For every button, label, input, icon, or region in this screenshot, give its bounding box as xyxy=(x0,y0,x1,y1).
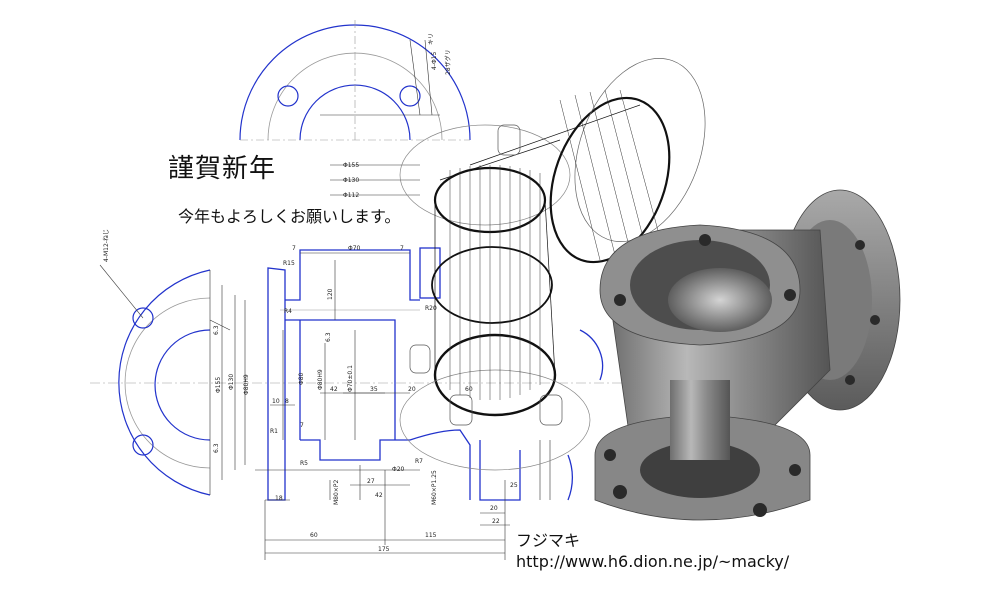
svg-text:R20: R20 xyxy=(425,305,437,312)
svg-text:7: 7 xyxy=(292,245,296,252)
svg-text:22: 22 xyxy=(492,518,500,525)
svg-text:28ザグリ: 28ザグリ xyxy=(444,49,452,75)
svg-text:6.3: 6.3 xyxy=(325,332,332,342)
svg-text:Φ155: Φ155 xyxy=(343,162,359,169)
svg-text:Φ130: Φ130 xyxy=(228,374,235,390)
svg-text:18: 18 xyxy=(275,495,283,502)
wireframe-3d-view xyxy=(399,58,706,471)
svg-text:20: 20 xyxy=(490,505,498,512)
svg-text:Φ130: Φ130 xyxy=(343,177,359,184)
maker-url[interactable]: http://www.h6.dion.ne.jp/~macky/ xyxy=(516,552,790,571)
svg-text:Φ80H9: Φ80H9 xyxy=(243,374,250,395)
svg-text:R5: R5 xyxy=(300,460,308,467)
svg-text:M60×P1.25: M60×P1.25 xyxy=(431,470,438,505)
greeting-message: 今年もよろしくお願いします。 xyxy=(178,207,401,226)
top-flange-view xyxy=(239,20,471,141)
svg-text:60: 60 xyxy=(465,386,473,393)
svg-text:175: 175 xyxy=(378,546,390,553)
svg-text:115: 115 xyxy=(425,532,437,539)
svg-text:42: 42 xyxy=(375,492,383,499)
svg-text:R7: R7 xyxy=(415,458,423,465)
greeting-title: 謹賀新年 xyxy=(168,154,277,184)
svg-text:4-Φ15: 4-Φ15 xyxy=(431,51,438,70)
svg-text:7: 7 xyxy=(400,245,404,252)
svg-text:6.3: 6.3 xyxy=(213,443,220,453)
svg-text:60: 60 xyxy=(310,532,318,539)
left-flange-view xyxy=(90,264,660,496)
svg-text:Φ70: Φ70 xyxy=(348,245,361,252)
svg-text:10: 10 xyxy=(272,398,280,405)
svg-text:R4: R4 xyxy=(284,308,292,315)
svg-text:Φ80H9: Φ80H9 xyxy=(317,369,324,390)
svg-text:27: 27 xyxy=(367,478,375,485)
solid-3d-part xyxy=(594,189,901,521)
svg-text:20: 20 xyxy=(408,386,416,393)
svg-text:25: 25 xyxy=(510,482,518,489)
svg-text:M80×P2: M80×P2 xyxy=(333,480,340,505)
svg-text:42: 42 xyxy=(330,386,338,393)
svg-text:キリ: キリ xyxy=(428,33,435,45)
svg-text:7: 7 xyxy=(300,422,304,429)
svg-text:Φ155: Φ155 xyxy=(215,377,222,393)
dimension-labels: Φ70 Φ155 Φ130 Φ112 120 42 35 20 60 10 8 … xyxy=(103,33,518,553)
svg-text:120: 120 xyxy=(327,288,334,300)
svg-text:R15: R15 xyxy=(283,260,295,267)
svg-text:Φ80: Φ80 xyxy=(298,372,305,385)
svg-text:Φ20: Φ20 xyxy=(392,466,405,473)
dimension-lines xyxy=(209,39,551,560)
svg-text:35: 35 xyxy=(370,386,378,393)
svg-text:8: 8 xyxy=(285,398,289,405)
svg-text:4-M12-ねじ: 4-M12-ねじ xyxy=(103,229,110,262)
svg-text:Φ112: Φ112 xyxy=(343,192,359,199)
svg-text:R1: R1 xyxy=(270,428,278,435)
maker-name: フジマキ xyxy=(516,531,581,550)
svg-text:Φ70±0.1: Φ70±0.1 xyxy=(347,365,354,392)
svg-text:6.3: 6.3 xyxy=(213,325,220,335)
